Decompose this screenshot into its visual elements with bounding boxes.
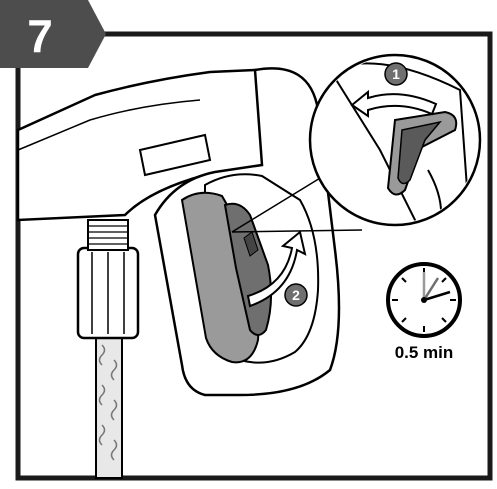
rotate-arrow [246,230,307,308]
callout-1-number: 1 [392,66,400,82]
trigger-lock-lever[interactable] [243,231,259,257]
trigger-lock-zoom: 1 [308,53,482,227]
zoom-leader [231,171,363,233]
step-number: 7 [27,10,53,62]
timer-label: 0.5 min [395,343,454,362]
callout-1: 1 [384,62,408,86]
callout-2: 2 [284,283,308,307]
hose [95,329,123,479]
hose-connector [76,219,140,340]
step-frame [15,31,493,481]
callout-2-number: 2 [292,287,300,303]
step-badge: 7 [0,0,106,68]
lock-slide-arrow [350,89,438,118]
clock-icon [386,262,462,338]
